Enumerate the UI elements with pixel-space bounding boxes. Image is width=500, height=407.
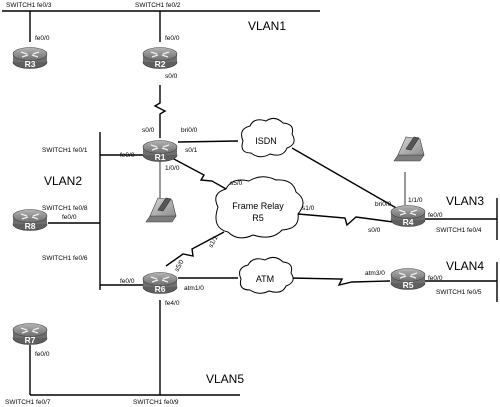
interface-label: fe0/0 — [120, 278, 135, 285]
atm-cloud: ATM — [239, 256, 294, 294]
fr-r4-serial-link — [297, 213, 394, 227]
vlan2-label: VLAN2 — [44, 174, 82, 188]
switch-port-label: SWITCH1 fe0/2 — [135, 2, 181, 9]
router-name: R6 — [155, 284, 166, 294]
interface-label: fe0/0 — [35, 35, 50, 42]
router-r4[interactable]: R4 — [390, 204, 426, 228]
interface-label: fe0/0 — [428, 275, 443, 282]
atm-r5-serial-link — [289, 277, 391, 287]
interface-label: fe0/0 — [428, 212, 443, 219]
router-r2[interactable]: R2 — [142, 46, 178, 70]
r1-isdn-link — [177, 140, 239, 143]
router-name: R3 — [25, 59, 36, 69]
router-r1[interactable]: R1 — [142, 139, 178, 163]
router-name: R7 — [25, 335, 36, 345]
interface-label: bri0/0 — [375, 201, 392, 208]
interface-label: s0/1 — [185, 147, 198, 154]
switch-port-label: SWITCH1 fe0/9 — [133, 399, 179, 406]
interface-label: fe4/0 — [165, 300, 180, 307]
switch-port-label: SWITCH1 fe0/5 — [436, 289, 482, 296]
switch-port-label: SWITCH1 fe0/8 — [42, 205, 88, 212]
interface-label: 1/1/0 — [408, 197, 423, 204]
interface-label: bri0/0 — [181, 127, 198, 134]
interface-label: s0/0 — [142, 127, 155, 134]
switch-port-label: SWITCH1 fe0/1 — [42, 147, 88, 154]
router-name: R5 — [403, 280, 414, 290]
vlan3-label: VLAN3 — [446, 194, 484, 208]
r1-fr-serial-link — [171, 157, 236, 195]
router-r5[interactable]: R5 — [390, 267, 426, 291]
router-name: R1 — [155, 152, 166, 162]
interface-label: s1/0 — [302, 205, 315, 212]
isdn-label: ISDN — [255, 136, 277, 146]
interface-label: 1/0/0 — [165, 165, 180, 172]
interface-label: s0/0 — [368, 227, 381, 234]
router-name: R8 — [25, 221, 36, 231]
router-name: R2 — [155, 59, 166, 69]
r1-r2-serial-link — [153, 85, 167, 138]
router-r7[interactable]: R7 — [12, 322, 48, 346]
interface-label: fe0/0 — [165, 35, 180, 42]
router-r6[interactable]: R6 — [142, 271, 178, 295]
fr-r6-serial-link — [165, 231, 225, 267]
interface-label: atm3/0 — [365, 270, 385, 277]
frame-relay-cloud: Frame Relay R5 — [215, 176, 304, 239]
isdn-r4-link — [291, 147, 399, 210]
interface-label: s5/0 — [230, 180, 243, 187]
r4-phone-icon — [393, 136, 425, 162]
interface-label: s0/0 — [165, 73, 178, 80]
r1-phone-icon — [145, 197, 177, 223]
atm-label: ATM — [256, 274, 274, 284]
interface-label: fe0/0 — [62, 214, 77, 221]
router-r3[interactable]: R3 — [12, 46, 48, 70]
switch-port-label: SWITCH1 fe0/6 — [42, 255, 88, 262]
switch-port-label: SWITCH1 fe0/4 — [436, 227, 482, 234]
interface-label: s5/0 — [174, 258, 186, 272]
interface-label: fe0/0 — [35, 351, 50, 358]
frame-relay-label: Frame Relay — [232, 201, 284, 211]
vlan4-label: VLAN4 — [446, 259, 484, 273]
interface-label: atm1/0 — [184, 285, 204, 292]
switch-port-label: SWITCH1 fe0/3 — [6, 2, 52, 9]
isdn-cloud: ISDN — [241, 117, 295, 158]
router-name: R4 — [403, 217, 414, 227]
switch-port-label: SWITCH1 fe0/7 — [5, 399, 51, 406]
frame-relay-router-label: R5 — [252, 213, 264, 223]
router-r8[interactable]: R8 — [12, 208, 48, 232]
vlan5-label: VLAN5 — [206, 372, 244, 386]
interface-label: s1/1 — [208, 234, 220, 248]
vlan1-label: VLAN1 — [248, 19, 286, 33]
interface-label: fe0/0 — [120, 152, 135, 159]
